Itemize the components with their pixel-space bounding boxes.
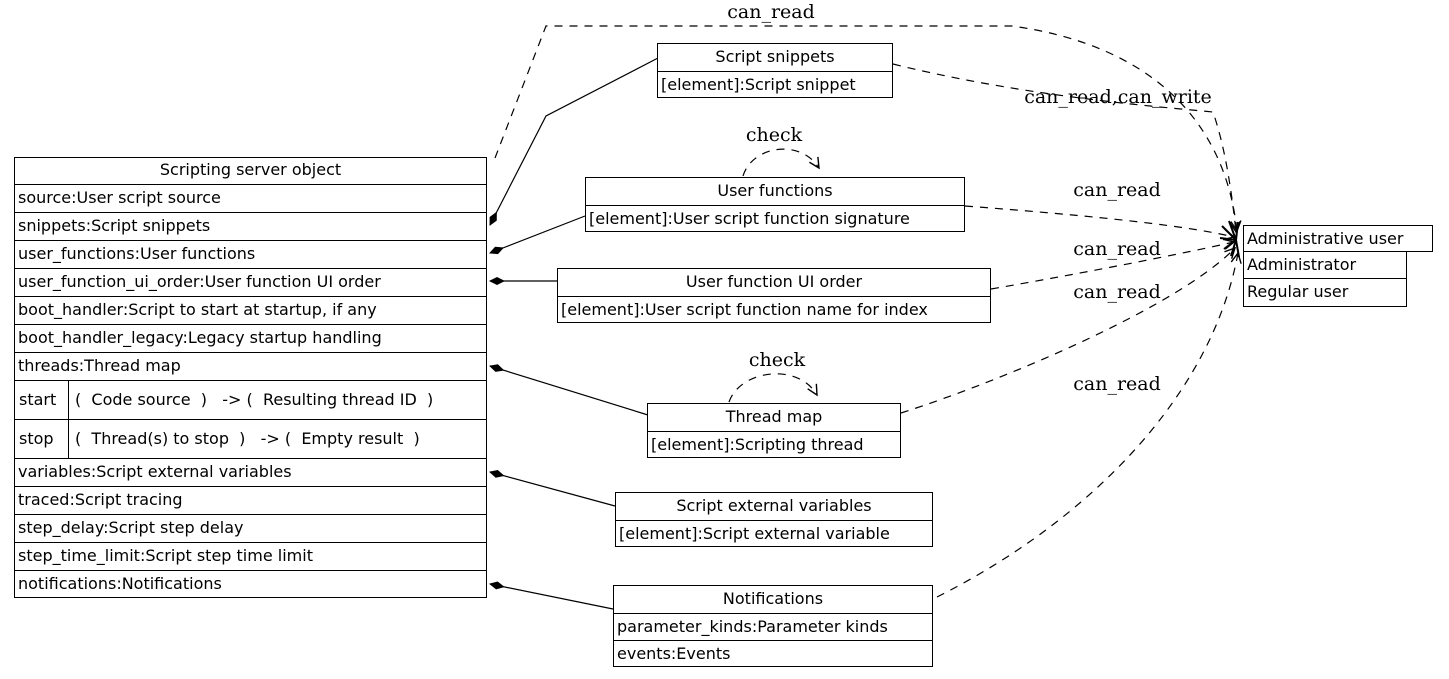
method-stop-signature: ( Thread(s) to stop ) -> ( Empty result … <box>75 429 420 448</box>
field-step-delay: step_delay:Script step delay <box>15 514 486 542</box>
arrow-starburst <box>1219 220 1240 258</box>
field-notifications: notifications:Notifications <box>15 570 486 598</box>
edge-thread-map-can-read <box>900 246 1237 414</box>
edge-notifications <box>489 581 614 610</box>
method-stop-name: stop <box>15 420 69 458</box>
admin-row-administrator: Administrator <box>1243 251 1407 279</box>
ui-order-title: User function UI order <box>685 272 863 291</box>
server-title: Scripting server object <box>159 160 342 179</box>
notifications-title: Notifications <box>722 589 824 608</box>
method-start-row: start ( Code source ) -> ( Resulting thr… <box>15 380 486 419</box>
field-user-function-ui-order: user_function_ui_order:User function UI … <box>15 268 486 296</box>
user-functions-title: User functions <box>717 181 833 200</box>
edge-snippets <box>489 57 659 226</box>
method-stop-row: stop ( Thread(s) to stop ) -> ( Empty re… <box>15 419 486 458</box>
node-scripting-server-object: Scripting server object source:User scri… <box>14 157 487 598</box>
script-external-variables-element: [element]:Script external variable <box>616 520 932 547</box>
edge-threads <box>489 364 649 416</box>
field-user-functions: user_functions:User functions <box>15 240 486 268</box>
label-can-read-top: can_read <box>727 1 815 23</box>
field-variables: variables:Script external variables <box>15 458 486 486</box>
field-snippets: snippets:Script snippets <box>15 212 486 240</box>
label-check-thread-map: check <box>748 349 806 371</box>
label-can-read-user-functions: can_read <box>1073 179 1161 201</box>
script-snippets-element: [element]:Script snippet <box>658 71 892 98</box>
field-traced: traced:Script tracing <box>15 486 486 514</box>
composition-edges <box>489 57 659 610</box>
ui-order-element: [element]:User script function name for … <box>558 296 990 323</box>
edge-ui-order-can-read <box>990 238 1236 290</box>
node-notifications: Notifications parameter_kinds:Parameter … <box>613 585 933 667</box>
edge-thread-map-check-loop <box>728 373 818 403</box>
field-source: source:User script source <box>15 184 486 212</box>
edge-user-functions-check-loop <box>742 148 820 177</box>
node-thread-map: Thread map [element]:Scripting thread <box>647 403 901 458</box>
edge-variables <box>489 469 616 507</box>
script-external-variables-title: Script external variables <box>676 496 872 515</box>
label-check-user-functions: check <box>745 124 803 146</box>
edge-server-can-read <box>494 25 1242 233</box>
field-step-time-limit: step_time_limit:Script step time limit <box>15 542 486 570</box>
node-script-external-variables: Script external variables [element]:Scri… <box>615 492 933 547</box>
node-script-snippets: Script snippets [element]:Script snippet <box>657 43 893 98</box>
admin-row-regular-user: Regular user <box>1243 278 1407 307</box>
node-user-functions: User functions [element]:User script fun… <box>585 177 965 232</box>
label-can-read-thread-map: can_read <box>1073 281 1161 303</box>
field-boot-handler-legacy: boot_handler_legacy:Legacy startup handl… <box>15 324 486 352</box>
edge-user-functions-can-read <box>964 205 1236 241</box>
method-start-name: start <box>15 381 69 419</box>
thread-map-title: Thread map <box>725 407 823 426</box>
node-administrative-user: Administrative user <box>1243 225 1433 252</box>
notifications-events: events:Events <box>614 640 932 667</box>
label-can-read-ui-order: can_read <box>1073 238 1161 260</box>
method-start-signature: ( Code source ) -> ( Resulting thread ID… <box>75 390 434 409</box>
node-user-function-ui-order: User function UI order [element]:User sc… <box>557 268 991 323</box>
field-boot-handler: boot_handler:Script to start at startup,… <box>15 296 486 324</box>
label-can-read-notifications: can_read <box>1073 373 1161 395</box>
label-can-read-can-write: can_read,can_write <box>1024 86 1212 108</box>
user-functions-element: [element]:User script function signature <box>586 205 964 232</box>
thread-map-element: [element]:Scripting thread <box>648 431 900 458</box>
permission-edges <box>494 25 1242 598</box>
edge-snippets-can-read-write <box>892 63 1241 234</box>
edge-user-functions <box>489 215 586 255</box>
script-snippets-title: Script snippets <box>715 47 835 66</box>
notifications-parameter-kinds: parameter_kinds:Parameter kinds <box>614 613 932 640</box>
field-threads: threads:Thread map <box>15 352 486 380</box>
